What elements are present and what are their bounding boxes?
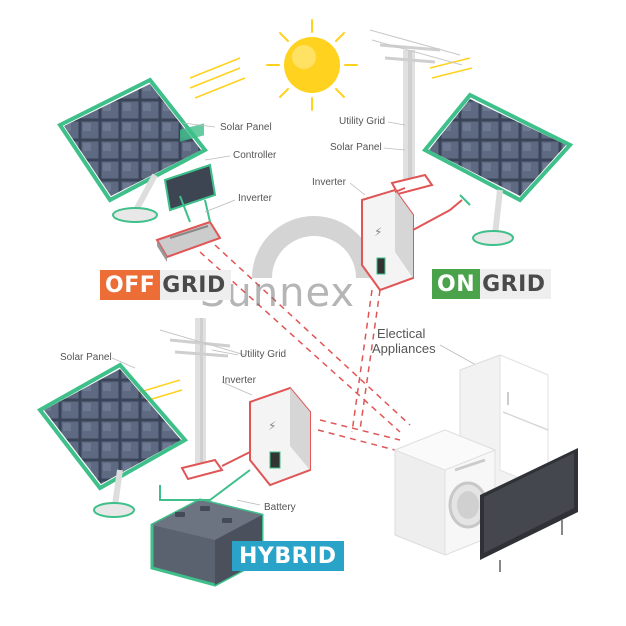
controller-label: Controller [233,150,277,161]
battery-label: Battery [264,502,296,513]
hybrid-utility-pole [159,318,246,481]
ongrid-leaders [349,121,406,196]
offgrid-solar-panel-label: Solar Panel [220,122,272,133]
washing-machine [393,429,497,556]
ac-cables [199,244,411,451]
ongrid-tag-grid: GRID [480,269,551,299]
hybrid-utility-grid-label: Utility Grid [240,349,286,360]
hybrid-tag: HYBRID [232,541,344,571]
ongrid-inverter-label: Inverter [312,177,347,188]
offgrid-inverter-label: Inverter [238,193,273,204]
sun-icon [266,19,358,111]
hybrid-tag-label: HYBRID [232,541,344,571]
offgrid-tag-grid: GRID [160,270,231,300]
hybrid-inverter-label: Inverter [222,375,257,386]
hybrid-solar-panel [37,362,189,518]
appliances-label-line2: Appliances [372,341,436,356]
ongrid-utility-pole [369,29,463,196]
appliances-label-line1: Electical [377,326,426,341]
offgrid-leaders [182,122,236,213]
hybrid-leaders [111,349,261,506]
ongrid-solar-panel [421,92,574,246]
watermark-arc [252,216,376,279]
ongrid-solar-panel-label: Solar Panel [330,142,382,153]
offgrid-inverter [155,220,222,262]
ongrid-tag: ON GRID [432,269,551,299]
ongrid-utility-grid-label: Utility Grid [339,116,385,127]
svg-text:⚡: ⚡ [268,419,276,433]
ongrid-cables [394,187,471,231]
television [480,448,578,572]
offgrid-tag: OFF GRID [100,270,231,300]
hybrid-cables [159,451,251,501]
controller [163,123,217,212]
offgrid-solar-panel [57,77,209,223]
offgrid-tag-off: OFF [100,270,161,300]
hybrid-inverter: ⚡ [249,386,311,487]
svg-text:⚡: ⚡ [374,225,382,239]
hybrid-solar-panel-label: Solar Panel [60,352,112,363]
ongrid-inverter: ⚡ [361,188,414,292]
ongrid-tag-on: ON [432,269,481,299]
